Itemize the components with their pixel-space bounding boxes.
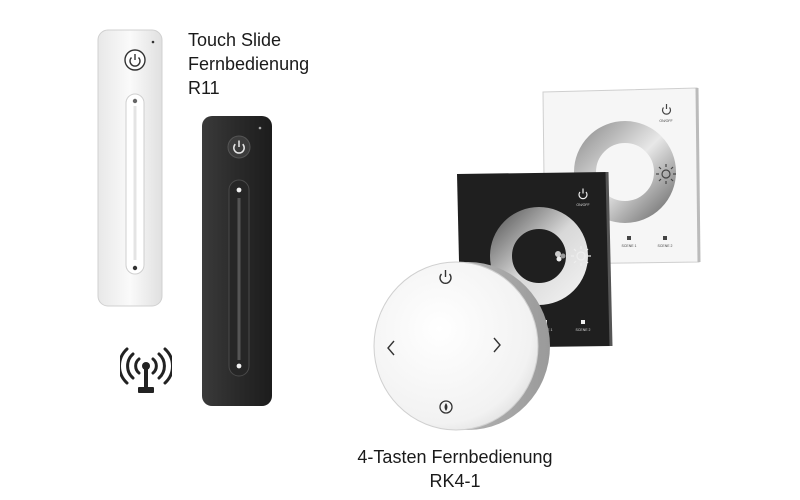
caption-rk4-line1: 4-Tasten Fernbedienung bbox=[357, 447, 553, 467]
panel-black-top-label: ON/OFF bbox=[576, 203, 589, 207]
scene2-indicator[interactable] bbox=[581, 320, 585, 324]
panel-white-scene1: SCENE 1 bbox=[622, 244, 637, 248]
caption-rk4-line2: RK4-1 bbox=[429, 471, 481, 491]
power-button[interactable] bbox=[439, 270, 452, 284]
caption-r11-line2: Fernbedienung bbox=[188, 54, 310, 74]
brightness-icon[interactable] bbox=[571, 246, 591, 266]
remote-r11-black bbox=[200, 114, 276, 410]
power-icon[interactable] bbox=[661, 104, 672, 115]
power-button-black[interactable] bbox=[227, 135, 251, 159]
caption-r11-line1: Touch Slide bbox=[188, 30, 282, 50]
mode-button[interactable] bbox=[439, 400, 453, 414]
panel-white-top-label: ON/OFF bbox=[659, 119, 672, 123]
antenna-icon bbox=[120, 347, 172, 397]
remote-rk4-round bbox=[366, 260, 556, 432]
caption-rk4: 4-Tasten Fernbedienung RK4-1 bbox=[340, 445, 570, 493]
color-wheel[interactable] bbox=[574, 121, 676, 223]
color-icon[interactable] bbox=[555, 251, 566, 262]
scene2-indicator[interactable] bbox=[663, 236, 667, 240]
scene1-indicator[interactable] bbox=[627, 236, 631, 240]
left-chevron-icon[interactable] bbox=[387, 340, 395, 356]
power-icon[interactable] bbox=[578, 188, 588, 200]
brightness-icon[interactable] bbox=[656, 164, 676, 184]
remote-r11-white-graphic bbox=[97, 29, 163, 307]
remote-r11-black-graphic bbox=[202, 116, 272, 406]
caption-r11: Touch Slide Fernbedienung R11 bbox=[188, 28, 309, 100]
panel-white-scene2: SCENE 2 bbox=[658, 244, 673, 248]
caption-r11-line3: R11 bbox=[188, 78, 220, 98]
right-chevron-icon[interactable] bbox=[493, 337, 501, 353]
panel-black-scene2: SCENE 2 bbox=[576, 328, 591, 332]
remote-r11-white bbox=[96, 28, 166, 310]
power-button[interactable] bbox=[124, 49, 146, 71]
